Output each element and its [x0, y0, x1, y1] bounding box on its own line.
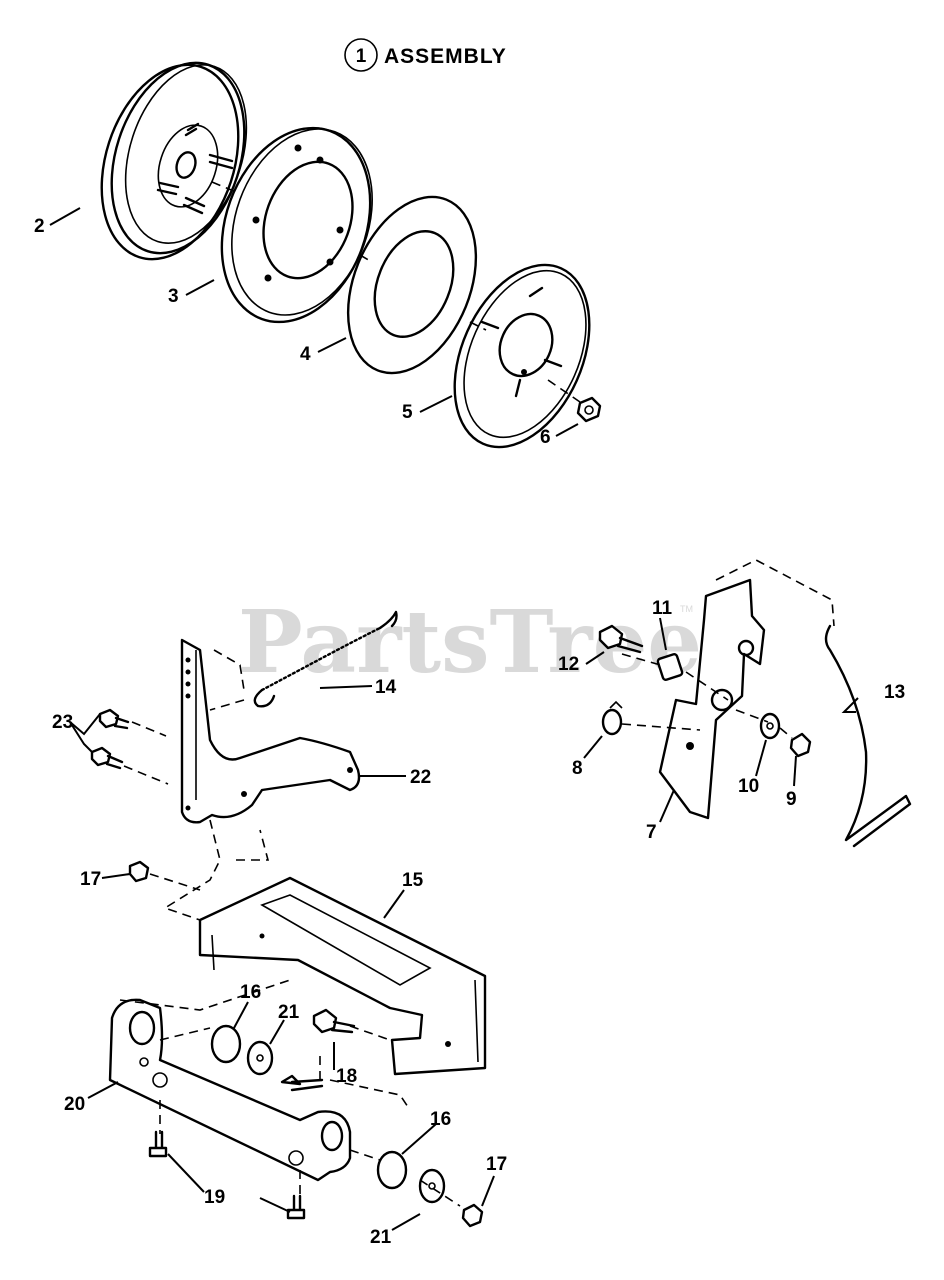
- grommet-icon[interactable]: [210, 1024, 408, 1190]
- callout-14: 14: [375, 677, 397, 698]
- callout-13: 13: [884, 682, 905, 703]
- callout-leaders: [49, 207, 859, 1231]
- nut-icon[interactable]: [576, 396, 602, 423]
- callout-7: 7: [646, 822, 657, 843]
- callout-17-lower: 17: [486, 1154, 507, 1175]
- callout-18: 18: [336, 1066, 357, 1087]
- bolt-icon[interactable]: [280, 1008, 356, 1092]
- watermark-text: PartsTree: [238, 592, 702, 693]
- washer-icon[interactable]: [759, 712, 781, 740]
- bolt-icon[interactable]: [598, 624, 644, 654]
- callout-5: 5: [402, 402, 413, 423]
- title-number-circle: [344, 38, 378, 72]
- rod-icon[interactable]: [824, 624, 912, 848]
- watermark-trademark: TM: [680, 604, 693, 614]
- callout-4: 4: [300, 344, 311, 365]
- brake-lining-icon[interactable]: [324, 178, 500, 392]
- backing-plate-icon[interactable]: [428, 244, 616, 468]
- assembly-title: 1 ASSEMBLY: [344, 38, 507, 72]
- bracket-icon[interactable]: [198, 876, 487, 1076]
- callout-21-lower: 21: [370, 1227, 392, 1248]
- washer-icon[interactable]: [246, 1040, 446, 1204]
- nut-icon[interactable]: [461, 1203, 484, 1228]
- spring-icon[interactable]: [253, 610, 398, 708]
- screw-icon[interactable]: [148, 1130, 306, 1220]
- lever-icon[interactable]: [180, 638, 361, 824]
- callout-15: 15: [402, 870, 424, 891]
- nut-icon[interactable]: [789, 732, 812, 758]
- callout-6: 6: [540, 427, 551, 448]
- bolt-icon[interactable]: [90, 708, 130, 770]
- callout-9: 9: [786, 789, 797, 810]
- callout-20: 20: [64, 1094, 85, 1115]
- callout-22: 22: [410, 767, 431, 788]
- lever-icon[interactable]: [658, 578, 766, 820]
- callout-16-lower: 16: [430, 1109, 451, 1130]
- callout-19: 19: [204, 1187, 225, 1208]
- clip-icon[interactable]: [601, 700, 623, 736]
- bracket-icon[interactable]: [108, 998, 352, 1182]
- title-text: ASSEMBLY: [384, 45, 507, 68]
- brake-drum-icon[interactable]: [196, 107, 397, 343]
- nut-icon[interactable]: [128, 860, 150, 883]
- callout-8: 8: [572, 758, 583, 779]
- callout-23: 23: [52, 712, 73, 733]
- callout-11: 11: [652, 598, 673, 619]
- callout-2: 2: [34, 216, 45, 237]
- callout-10: 10: [738, 776, 759, 797]
- callout-12: 12: [558, 654, 579, 675]
- callout-3: 3: [168, 286, 179, 307]
- callout-21-upper: 21: [278, 1002, 300, 1023]
- title-number: 1: [356, 46, 367, 67]
- callout-17-upper: 17: [80, 869, 101, 890]
- spacer-icon[interactable]: [656, 653, 684, 681]
- callout-16-upper: 16: [240, 982, 261, 1003]
- pulley-icon[interactable]: [78, 46, 267, 277]
